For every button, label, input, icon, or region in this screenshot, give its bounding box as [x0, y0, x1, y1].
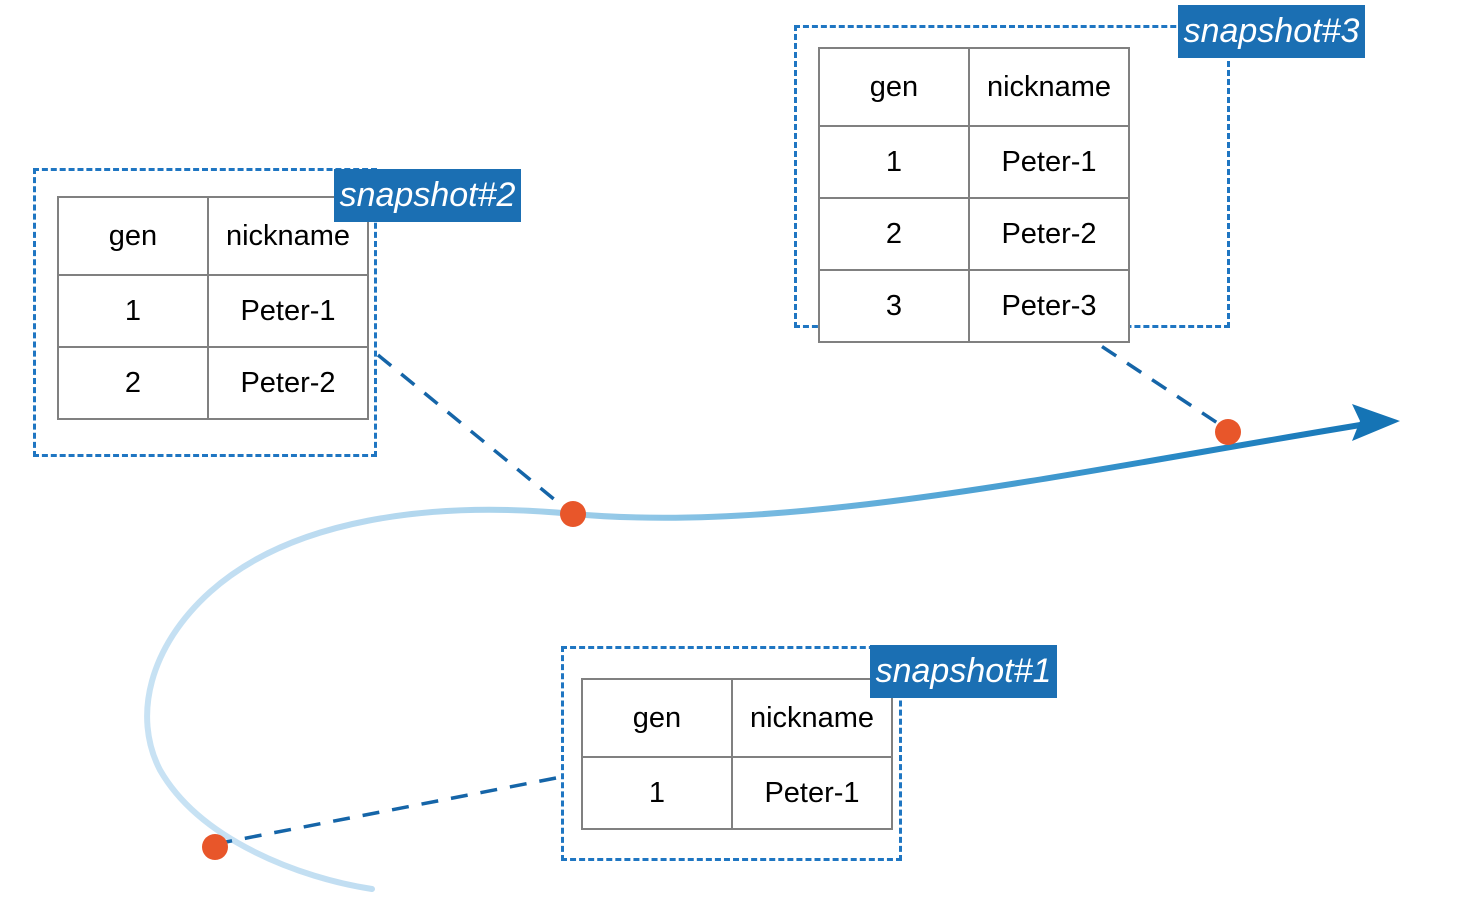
table-row: 2 Peter-2 [818, 197, 1130, 271]
snapshot2-label[interactable]: snapshot#2 [334, 169, 521, 222]
header-gen: gen [818, 47, 970, 127]
table-row: 2 Peter-2 [57, 346, 369, 420]
header-nickname: nickname [207, 196, 369, 276]
snapshot3-label[interactable]: snapshot#3 [1178, 5, 1365, 58]
table-header-row: gen nickname [818, 47, 1130, 127]
timeline-marker-2[interactable] [560, 501, 586, 527]
header-gen: gen [57, 196, 209, 276]
cell-gen: 2 [57, 346, 209, 420]
timeline-arrow-head [1352, 404, 1400, 441]
cell-gen: 3 [818, 269, 970, 343]
cell-gen: 1 [57, 274, 209, 348]
connector-snapshot2 [376, 353, 568, 511]
timeline-marker-1[interactable] [202, 834, 228, 860]
table-row: 3 Peter-3 [818, 269, 1130, 343]
table-row: 1 Peter-1 [57, 274, 369, 348]
header-nickname: nickname [968, 47, 1130, 127]
table-row: 1 Peter-1 [581, 756, 893, 830]
snapshot2-group[interactable] [33, 168, 377, 457]
cell-nickname: Peter-1 [207, 274, 369, 348]
connector-snapshot1 [225, 776, 557, 844]
snapshot3-table: gen nickname 1 Peter-1 2 Peter-2 3 Peter… [818, 47, 1130, 343]
header-gen: gen [581, 678, 733, 758]
cell-nickname: Peter-2 [207, 346, 369, 420]
snapshot1-label[interactable]: snapshot#1 [870, 645, 1057, 698]
snapshot1-group[interactable] [561, 646, 902, 861]
table-row: 1 Peter-1 [818, 125, 1130, 199]
table-header-row: gen nickname [57, 196, 369, 276]
header-nickname: nickname [731, 678, 893, 758]
cell-nickname: Peter-2 [968, 197, 1130, 271]
timeline-curve [144, 418, 1388, 892]
cell-gen: 2 [818, 197, 970, 271]
timeline-marker-3[interactable] [1215, 419, 1241, 445]
cell-nickname: Peter-1 [968, 125, 1130, 199]
table-header-row: gen nickname [581, 678, 893, 758]
cell-nickname: Peter-3 [968, 269, 1130, 343]
snapshot1-table: gen nickname 1 Peter-1 [581, 678, 893, 830]
connector-snapshot3 [1076, 328, 1223, 428]
cell-gen: 1 [818, 125, 970, 199]
cell-nickname: Peter-1 [731, 756, 893, 830]
snapshot2-table: gen nickname 1 Peter-1 2 Peter-2 [57, 196, 369, 420]
cell-gen: 1 [581, 756, 733, 830]
